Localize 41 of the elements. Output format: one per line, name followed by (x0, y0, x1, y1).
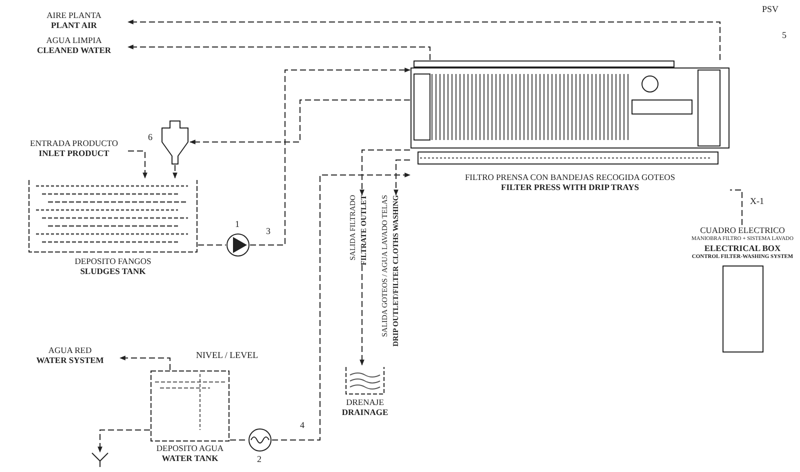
flow-arrow (189, 100, 410, 144)
equipment-label: SLUDGES TANK (79, 266, 147, 276)
callout-number: 3 (266, 226, 270, 236)
stream-label: CLEANED WATER (36, 45, 112, 55)
stream-label: WATER SYSTEM (35, 355, 105, 365)
stream-label: PLANT AIR (50, 20, 98, 30)
stream-label: AGUA RED (47, 345, 93, 355)
flow-arrow (360, 150, 410, 196)
callout-number: 5 (782, 30, 786, 40)
callout-number: 6 (148, 132, 152, 142)
pipe-line (198, 244, 226, 246)
callout-number: 4 (300, 420, 304, 430)
flow-arrow (119, 356, 170, 370)
callout-number: 1 (235, 219, 240, 229)
flow-arrow (394, 160, 410, 196)
flow-arrow (172, 164, 178, 179)
instrument-tag: PSV (762, 4, 779, 14)
stream-label: ENTRADA PRODUCTO (29, 138, 119, 148)
equipment-label: CUADRO ELECTRICO (699, 225, 786, 235)
pipe-line (730, 190, 742, 226)
equipment-label: FILTRO PRENSA CON BANDEJAS RECOGIDA GOTEOS (464, 172, 676, 182)
stream-label: AIRE PLANTA (46, 10, 102, 20)
stream-label: INLET PRODUCT (38, 148, 110, 158)
equipment-label: ELECTRICAL BOX (703, 243, 782, 253)
equipment-label: DEPOSITO AGUA (155, 443, 225, 453)
flow-arrow (250, 68, 411, 246)
equipment-label: DRENAJE (345, 397, 385, 407)
level-label: NIVEL / LEVEL (196, 350, 258, 360)
callout-number: 2 (257, 454, 262, 464)
instrument-tag: X-1 (750, 196, 764, 206)
stream-label: AGUA LIMPIA (45, 35, 103, 45)
flow-arrow (98, 430, 150, 453)
flow-arrow (272, 172, 411, 440)
equipment-label: DRAINAGE (340, 407, 390, 417)
equipment-label: DEPOSITO FANGOS (74, 256, 152, 266)
flow-arrow (128, 150, 148, 179)
equipment-label: FILTER PRESS WITH DRIP TRAYS (500, 182, 640, 192)
flow-arrow (360, 264, 364, 366)
equipment-label: WATER TANK (160, 453, 220, 463)
flow-arrow (127, 20, 720, 60)
flow-arrow (127, 44, 430, 60)
